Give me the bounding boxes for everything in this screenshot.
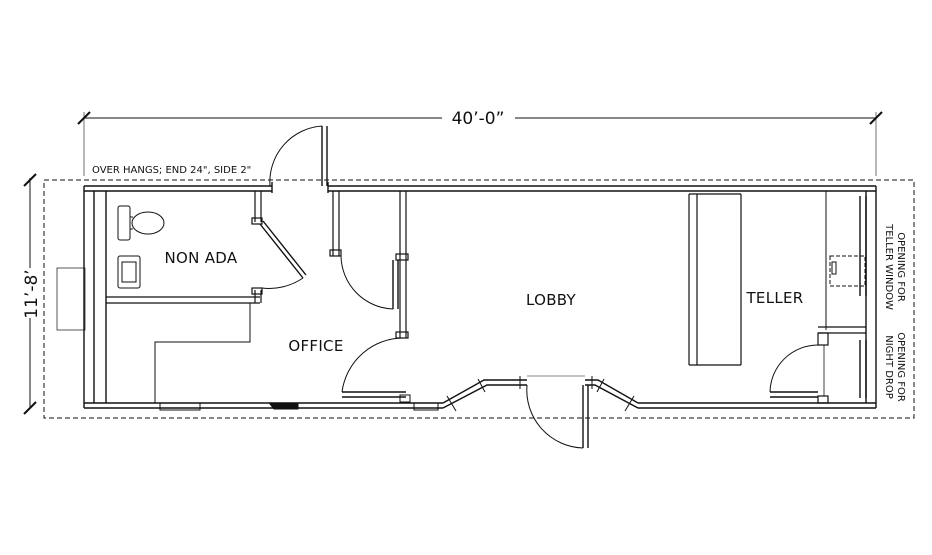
svg-text:OPENING FOR: OPENING FOR: [895, 332, 906, 402]
overhang-outline: [43, 179, 915, 419]
length-dimension: [77, 111, 883, 176]
entry-door-top: [269, 125, 328, 187]
label-teller-window-opening: OPENING FOR TELLER WINDOW: [883, 223, 906, 310]
width-dimension: [23, 173, 37, 415]
teller-partition: [817, 326, 866, 404]
svg-text:TELLER WINDOW: TELLER WINDOW: [883, 223, 894, 310]
teller-counter: [688, 193, 742, 366]
svg-text:NIGHT DROP: NIGHT DROP: [883, 335, 894, 399]
office-door: [341, 337, 411, 403]
length-dimension-label: 40’-0”: [452, 109, 505, 129]
width-dimension-label: 11’-8’: [22, 269, 42, 318]
label-night-drop-opening: OPENING FOR NIGHT DROP: [883, 332, 906, 402]
room-label-non-ada: NON ADA: [165, 249, 238, 267]
sink-icon: [117, 255, 141, 289]
corridor-walls: [329, 191, 409, 339]
svg-text:OPENING FOR: OPENING FOR: [895, 232, 906, 302]
lobby-entry-door: [526, 375, 589, 449]
entry-pad: [56, 267, 86, 331]
room-label-teller: TELLER: [745, 289, 803, 307]
bottom-openings: [159, 402, 439, 411]
overhang-note: OVER HANGS; END 24", SIDE 2": [92, 165, 251, 176]
restroom-door: [259, 220, 307, 289]
toilet-icon: [117, 205, 165, 241]
room-label-office: OFFICE: [288, 337, 343, 355]
teller-window: [825, 191, 867, 330]
teller-door: [769, 344, 819, 398]
office-counter: [106, 302, 251, 403]
night-drop: [859, 340, 867, 398]
room-label-lobby: LOBBY: [526, 291, 577, 309]
restroom-walls: [106, 191, 263, 304]
